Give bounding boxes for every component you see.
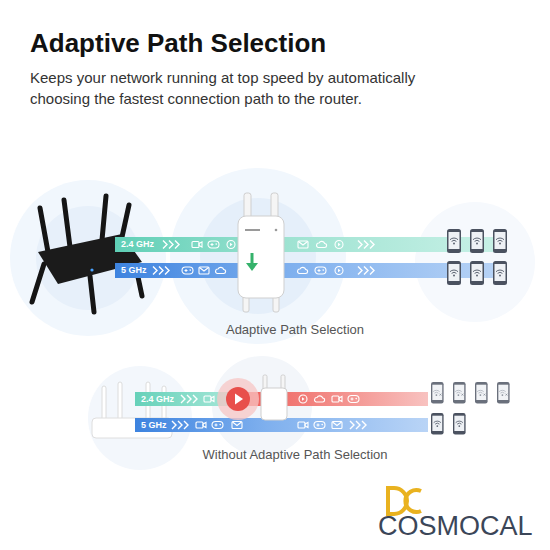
chevron-icon bbox=[350, 421, 366, 429]
phone-icon bbox=[470, 261, 484, 285]
mail-icon bbox=[199, 267, 209, 274]
section-label: Adaptive Path Selection bbox=[145, 322, 445, 337]
router-antennas bbox=[32, 196, 142, 312]
phone-icon bbox=[447, 229, 461, 253]
cloud-icon bbox=[315, 396, 325, 402]
phone-icon bbox=[470, 229, 484, 253]
status-light bbox=[275, 229, 278, 232]
video-icon bbox=[192, 242, 202, 248]
gamepad-icon bbox=[348, 396, 359, 403]
mail-icon bbox=[232, 422, 242, 429]
chevron-icon bbox=[153, 267, 169, 275]
play-icon bbox=[335, 267, 343, 275]
gamepad-icon bbox=[208, 241, 219, 248]
phone-icon bbox=[453, 413, 466, 435]
chevron-icon bbox=[358, 267, 374, 275]
extender-body bbox=[238, 216, 284, 298]
signal-halo bbox=[200, 198, 316, 314]
phone-icon bbox=[493, 261, 507, 285]
switch-arrow bbox=[251, 253, 254, 264]
antenna bbox=[40, 208, 48, 252]
chevron-icon bbox=[172, 421, 188, 429]
video-icon bbox=[204, 396, 214, 402]
congestion-marker bbox=[235, 394, 243, 405]
gamepad-icon bbox=[314, 422, 325, 429]
section-label: Without Adaptive Path Selection bbox=[145, 447, 445, 462]
congestion-marker bbox=[226, 387, 250, 411]
play-icon bbox=[335, 241, 343, 249]
video-icon bbox=[332, 396, 342, 402]
antenna bbox=[118, 382, 122, 420]
extender-body bbox=[261, 388, 287, 420]
switch-arrow bbox=[246, 263, 258, 271]
mail-icon bbox=[298, 241, 308, 248]
signal-halo bbox=[10, 180, 166, 336]
antenna bbox=[90, 276, 94, 312]
phone-icon bbox=[453, 382, 466, 404]
antenna bbox=[102, 196, 106, 240]
signal-halo bbox=[415, 202, 535, 322]
congestion-halo bbox=[217, 378, 259, 420]
video-icon bbox=[196, 422, 206, 428]
page-subtitle: Keeps your network running at top speed … bbox=[30, 67, 470, 109]
antenna bbox=[102, 386, 106, 420]
page-title: Adaptive Path Selection bbox=[30, 28, 326, 59]
cloud-icon bbox=[216, 267, 226, 273]
signal-halo bbox=[170, 168, 346, 344]
phone-icon bbox=[447, 261, 461, 285]
phone-icon bbox=[493, 229, 507, 253]
antenna bbox=[32, 264, 44, 302]
phone-icon bbox=[431, 413, 444, 435]
gamepad-icon bbox=[315, 267, 326, 274]
status-light bbox=[90, 268, 93, 271]
video-icon bbox=[298, 422, 308, 428]
frequency-band: 5 GHz bbox=[115, 263, 505, 278]
band-label: 5 GHz bbox=[115, 263, 505, 278]
chevron-icon bbox=[163, 241, 179, 249]
signal-halo bbox=[212, 356, 312, 456]
cloud-icon bbox=[317, 241, 327, 247]
brand-mark bbox=[245, 229, 260, 231]
play-icon bbox=[299, 395, 307, 403]
antenna bbox=[64, 200, 70, 247]
chevron-icon bbox=[358, 241, 374, 249]
cloud-icon bbox=[298, 267, 308, 273]
watermark-logo: COSMOCAL bbox=[378, 511, 528, 542]
logo-mark bbox=[405, 490, 421, 512]
chevron-icon bbox=[181, 395, 197, 403]
phone-icon bbox=[497, 382, 510, 404]
play-icon bbox=[227, 241, 235, 249]
mail-icon bbox=[332, 422, 342, 429]
antenna bbox=[122, 205, 129, 237]
gamepad-icon bbox=[182, 267, 193, 274]
phone-icon bbox=[475, 382, 488, 404]
gamepad-icon bbox=[212, 422, 223, 429]
phone-icon bbox=[431, 382, 444, 404]
